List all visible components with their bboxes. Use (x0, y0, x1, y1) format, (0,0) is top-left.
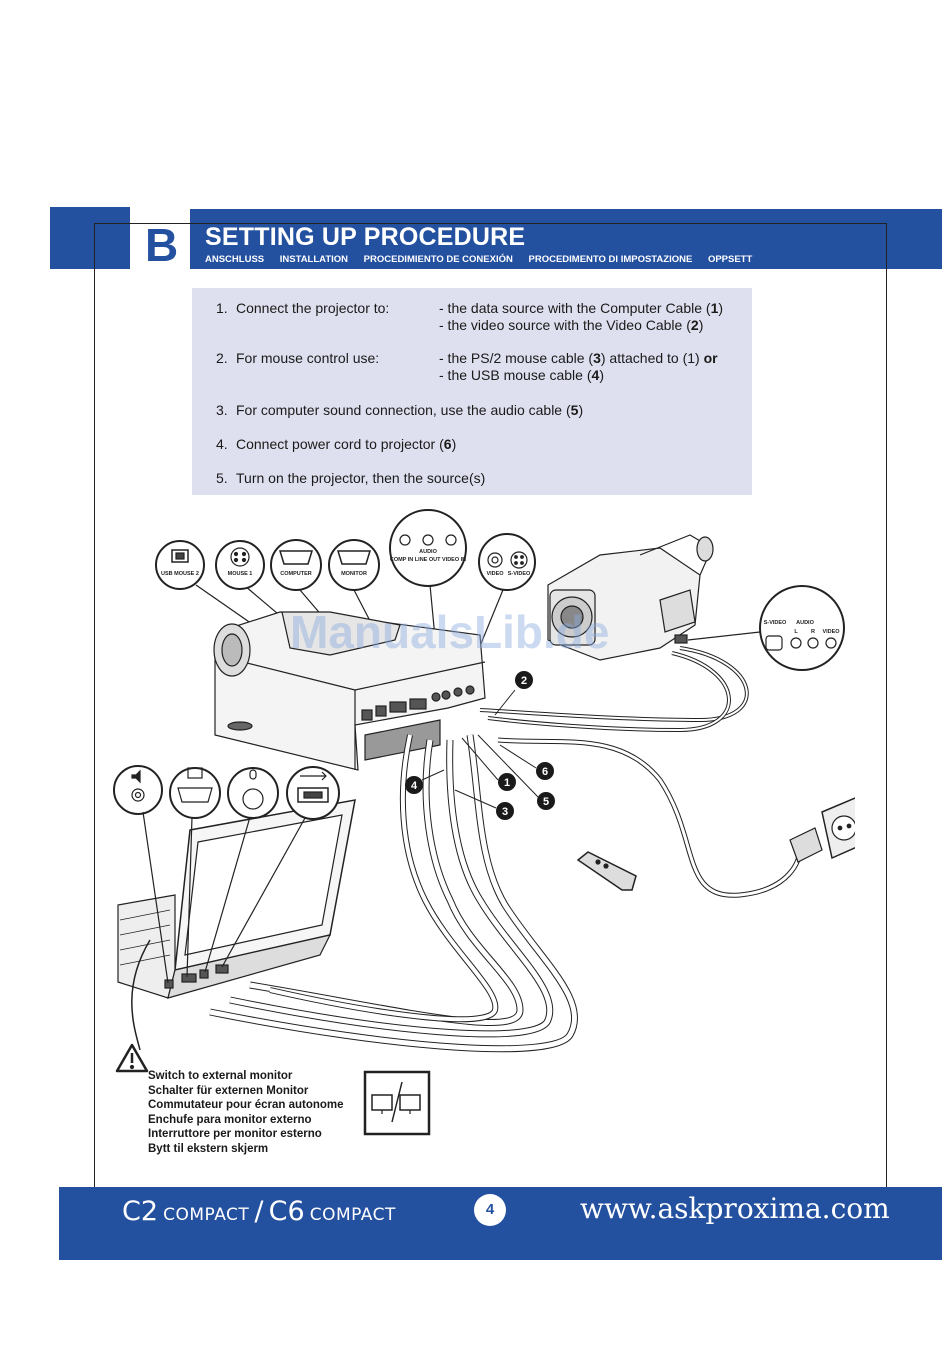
port-label-audio: AUDIO (419, 549, 437, 555)
note-line-fr: Commutateur pour écran autonome (148, 1099, 344, 1112)
note-line-it: Interruttore per monitor esterno (148, 1128, 322, 1141)
step-number: 2. (216, 350, 228, 366)
step-2-detail-1: - the PS/2 mouse cable (3) attached to (… (439, 350, 718, 366)
monitor-switch-note: Switch to external monitor Schalter für … (148, 1069, 344, 1157)
translation-it: PROCEDIMENTO DI IMPOSTAZIONE (528, 254, 693, 265)
cam-label-r: R (811, 629, 815, 635)
port-label-svideo: S-VIDEO (508, 571, 531, 577)
step-1-detail-2: - the video source with the Video Cable … (439, 317, 704, 333)
cam-label-l: L (794, 629, 798, 635)
port-label-audio-inputs: COMP IN LINE OUT VIDEO IN (390, 557, 466, 563)
step-text: Connect power cord to projector (6) (236, 436, 457, 452)
note-line-no: Bytt til ekstern skjerm (148, 1142, 269, 1155)
step-2-detail-2: - the USB mouse cable (4) (439, 367, 604, 383)
callout-6: 6 (542, 766, 548, 778)
watermark: ManualsLib.de (290, 606, 610, 658)
title-translations: ANSCHLUSS INSTALLATION PROCEDIMIENTO DE … (205, 254, 765, 265)
step-text: For computer sound connection, use the a… (236, 402, 584, 418)
note-line-en: Switch to external monitor (148, 1070, 293, 1082)
callout-1: 1 (504, 777, 510, 789)
port-label-video: VIDEO (486, 571, 504, 577)
translation-no: OPPSETT (707, 254, 753, 265)
cam-label-video: VIDEO (822, 629, 840, 635)
port-label-computer: COMPUTER (280, 571, 312, 577)
page-title: SETTING UP PROCEDURE (205, 223, 526, 251)
website-url[interactable]: www.askproxima.com (580, 1192, 890, 1225)
callout-4: 4 (411, 780, 418, 792)
cam-label-audio: AUDIO (796, 620, 814, 626)
connection-illustration: USB MOUSE 2 MOUSE 1 COMPUTER MONITOR AUD… (113, 509, 855, 1136)
step-number: 5. (216, 470, 228, 486)
translation-de: ANSCHLUSS (205, 254, 265, 265)
step-1-detail-1: - the data source with the Computer Cabl… (439, 300, 724, 316)
step-text: Turn on the projector, then the source(s… (236, 470, 486, 486)
step-number: 3. (216, 402, 228, 418)
step-text: For mouse control use: (236, 350, 380, 366)
note-line-de: Schalter für externen Monitor (148, 1084, 309, 1097)
callout-3: 3 (502, 806, 508, 818)
step-number: 4. (216, 436, 228, 452)
translation-es: PROCEDIMIENTO DE CONEXIÓN (363, 254, 513, 265)
callout-5: 5 (543, 796, 549, 808)
callout-2: 2 (521, 675, 527, 687)
cam-label-svideo: S-VIDEO (764, 620, 787, 626)
translation-fr: INSTALLATION (279, 254, 349, 265)
note-line-es: Enchufe para monitor externo (148, 1113, 312, 1126)
step-text: Connect the projector to: (236, 300, 390, 316)
port-label-usb-mouse2: USB MOUSE 2 (161, 571, 199, 577)
model-name: C2 COMPACT / C6 COMPACT (122, 1196, 396, 1227)
port-label-mouse1: MOUSE 1 (228, 571, 253, 577)
section-letter: B (145, 219, 179, 271)
steps-panel: 1. Connect the projector to: - the data … (192, 288, 752, 495)
header-left-block (50, 207, 130, 269)
header-bar (190, 209, 942, 269)
step-number: 1. (216, 300, 228, 316)
page-number: 4 (474, 1194, 506, 1226)
port-label-monitor: MONITOR (341, 571, 367, 577)
